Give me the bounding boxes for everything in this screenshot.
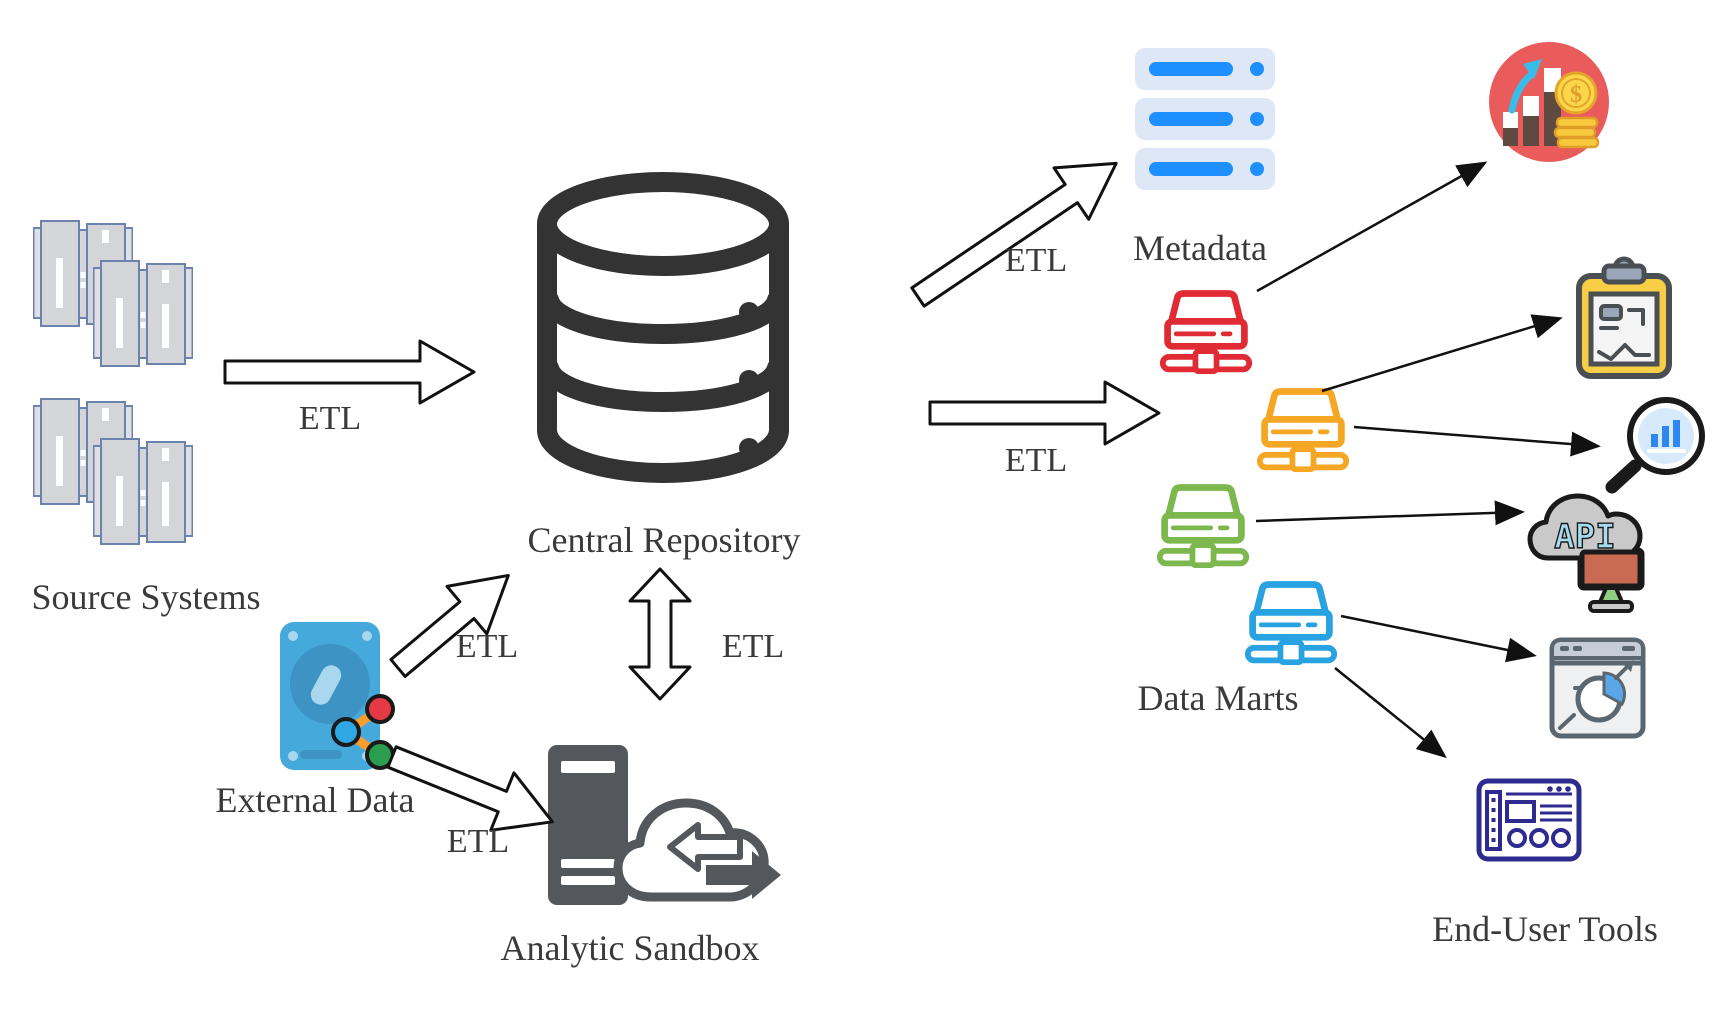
end-user-tools-label: End-User Tools	[1432, 909, 1658, 949]
arrow-sources-to-repository	[223, 338, 476, 406]
mainframe-icon	[33, 398, 193, 545]
mainframe-icon	[33, 220, 193, 367]
data-mart-green-icon	[1155, 479, 1251, 574]
arrow-blue-mart-to-dashboard	[1334, 667, 1447, 759]
arrow-repository-to-marts	[928, 379, 1161, 447]
api-text: API	[1554, 517, 1615, 557]
central-repository-icon	[518, 172, 808, 507]
data-mart-orange-icon	[1255, 383, 1351, 478]
etl-label-3: ETL	[721, 628, 785, 665]
dollar-sign: $	[1570, 82, 1582, 108]
api-cloud-icon: API	[1527, 488, 1648, 621]
arrow-green-mart-to-api	[1255, 500, 1525, 526]
central-repository-label: Central Repository	[527, 520, 801, 560]
hard-disk-share-icon	[280, 622, 395, 770]
list-rows-icon	[1135, 48, 1275, 190]
arrow-blue-mart-to-browser	[1340, 614, 1537, 663]
metadata-label: Metadata	[1133, 228, 1267, 268]
dashboard-console-icon	[1476, 778, 1582, 866]
search-analytics-icon	[1603, 396, 1708, 501]
report-clipboard-icon	[1576, 256, 1672, 385]
source-systems-label: Source Systems	[31, 577, 261, 617]
analytic-sandbox-icon	[548, 745, 783, 915]
arrow-red-mart-to-finance	[1256, 161, 1488, 293]
data-mart-blue-icon	[1243, 576, 1339, 671]
server-cloud-transfer-icon	[548, 745, 781, 905]
external-data-label: External Data	[215, 780, 415, 820]
source-systems-icon-cluster-1	[33, 220, 198, 375]
data-mart-red-icon	[1158, 285, 1254, 380]
external-data-icon	[280, 622, 412, 777]
database-icon	[537, 172, 789, 484]
etl-label-6: ETL	[1004, 442, 1068, 479]
finance-chart-icon: $	[1487, 40, 1611, 169]
etl-label-2: ETL	[455, 628, 519, 665]
etl-label-5: ETL	[1004, 242, 1068, 279]
arrow-orange-mart-to-clipboard	[1321, 314, 1563, 393]
metadata-icon	[1135, 48, 1275, 195]
analytic-sandbox-label: Analytic Sandbox	[500, 928, 760, 968]
arrow-repository-to-metadata	[899, 135, 1136, 326]
arrow-external-to-repository	[376, 549, 531, 694]
arrow-repository-sandbox-bidirectional	[628, 567, 692, 705]
source-systems-icon-cluster-2	[33, 398, 198, 553]
etl-label-4: ETL	[446, 823, 510, 860]
etl-label-1: ETL	[298, 400, 362, 437]
arrow-orange-mart-to-search	[1353, 425, 1601, 457]
arrow-external-to-sandbox	[379, 725, 566, 853]
data-marts-label: Data Marts	[1137, 678, 1299, 718]
browser-pie-chart-icon	[1549, 637, 1646, 745]
